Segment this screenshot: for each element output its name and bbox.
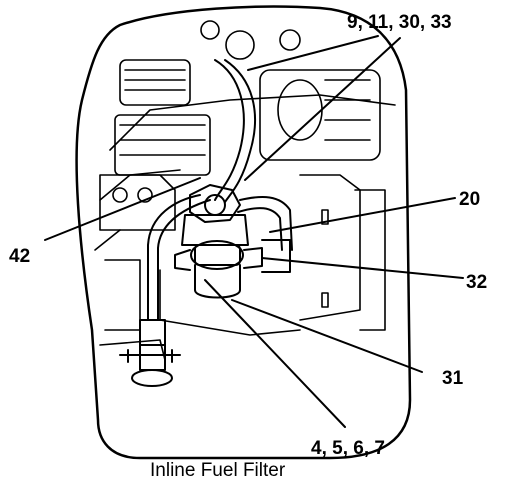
fuel-lines	[147, 59, 293, 321]
illustration-boundary	[75, 5, 412, 460]
engine-block	[94, 20, 396, 361]
filter-assembly	[174, 184, 291, 299]
callout-32: 32	[466, 272, 487, 293]
callout-42: 42	[9, 246, 30, 267]
leader-31	[231, 299, 423, 373]
leader-9-11-30-33-b	[244, 37, 401, 181]
leader-4-5-6-7	[204, 279, 346, 428]
leader-lines	[44, 35, 464, 428]
callout-31: 31	[442, 368, 464, 389]
figure-caption: Inline Fuel Filter	[150, 460, 286, 481]
callout-20: 20	[459, 189, 480, 210]
leader-42	[44, 177, 201, 241]
leader-32	[261, 257, 464, 279]
callout-4-5-6-7: 4, 5, 6, 7	[311, 438, 385, 459]
callout-9-11-30-33: 9, 11, 30, 33	[347, 12, 452, 33]
leader-20	[269, 197, 456, 233]
shutoff-valve	[119, 319, 181, 387]
leader-9-11-30-33-a	[247, 35, 379, 71]
